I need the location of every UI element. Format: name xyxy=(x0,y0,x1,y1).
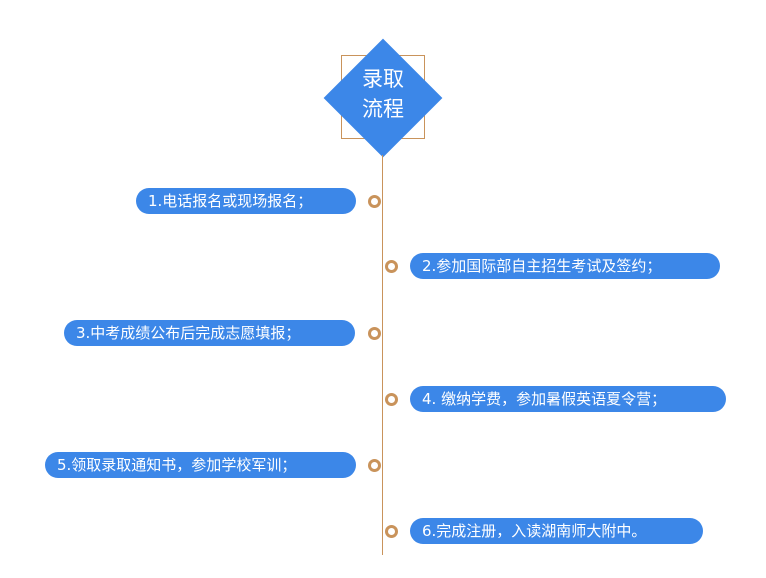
root-title-line1: 录取 xyxy=(362,67,404,91)
step-4-connector-dot xyxy=(385,393,398,406)
step-5-connector-dot xyxy=(368,459,381,472)
step-3-node[interactable]: 3.中考成绩公布后完成志愿填报； xyxy=(64,320,355,346)
root-node-title: 录取 流程 xyxy=(333,64,433,124)
step-5-node[interactable]: 5.领取录取通知书，参加学校军训； xyxy=(45,452,356,478)
step-6-node[interactable]: 6.完成注册，入读湖南师大附中。 xyxy=(410,518,703,544)
step-1-connector-dot xyxy=(368,195,381,208)
step-1-node[interactable]: 1.电话报名或现场报名； xyxy=(136,188,356,214)
step-6-connector-dot xyxy=(385,525,398,538)
step-4-node[interactable]: 4. 缴纳学费，参加暑假英语夏令营； xyxy=(410,386,726,412)
root-title-line2: 流程 xyxy=(362,97,404,121)
step-2-node[interactable]: 2.参加国际部自主招生考试及签约； xyxy=(410,253,720,279)
step-2-connector-dot xyxy=(385,260,398,273)
connector-line xyxy=(382,155,383,555)
step-3-connector-dot xyxy=(368,327,381,340)
